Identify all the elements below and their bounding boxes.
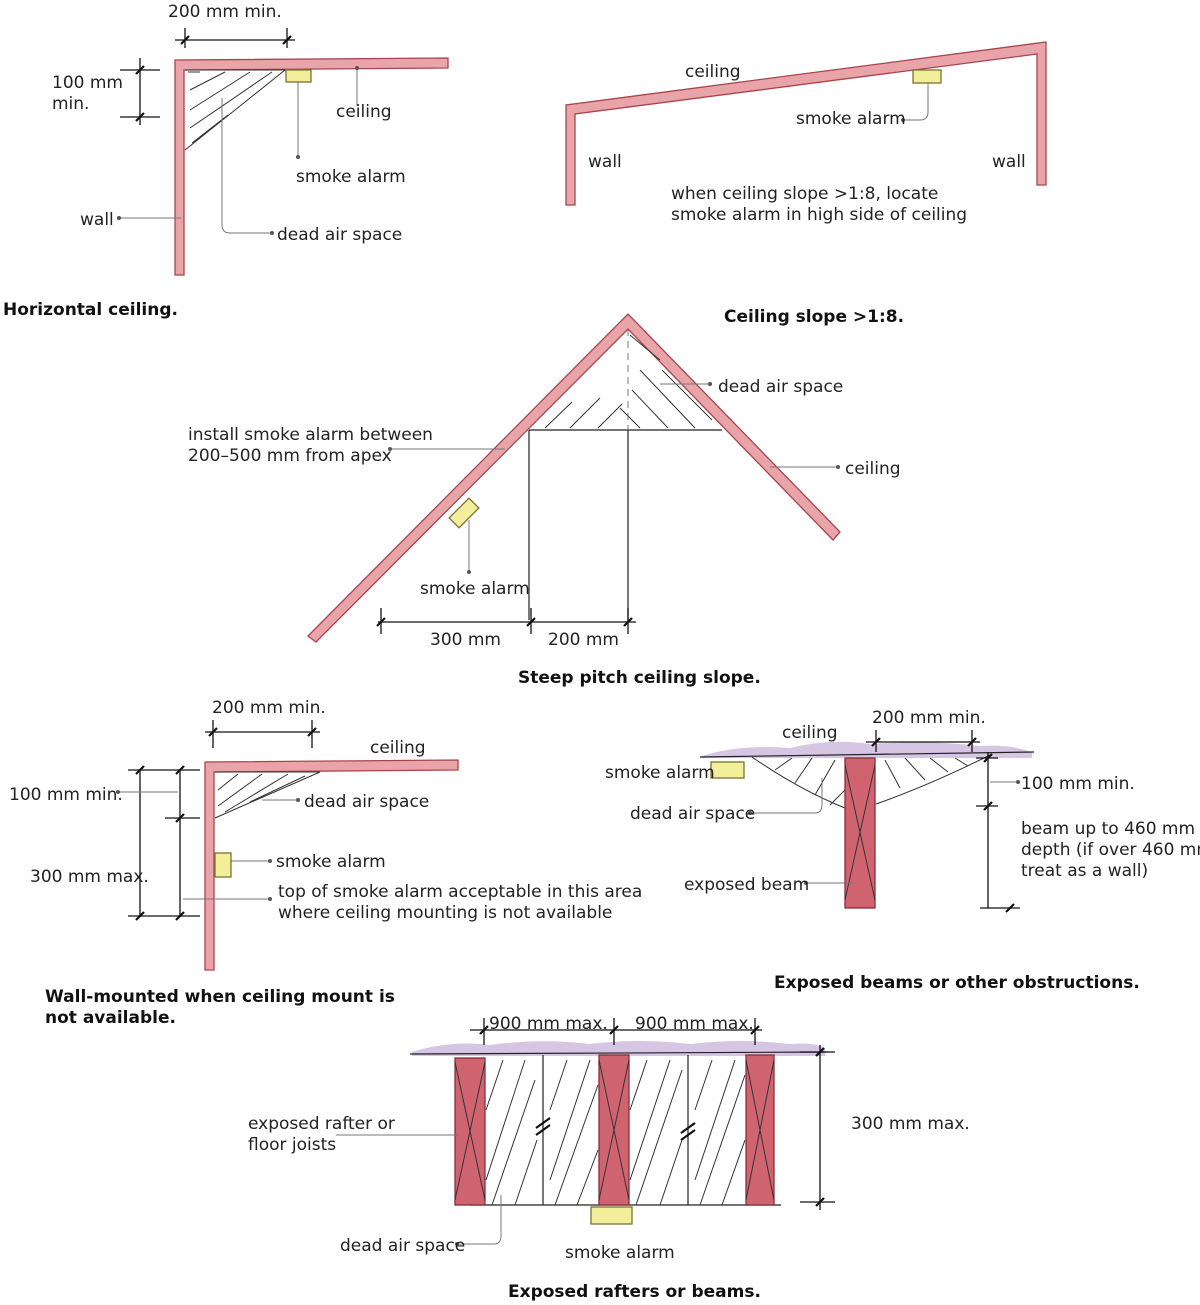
- sloped-wall-ceiling-profile: [565, 41, 1047, 206]
- sloped-wall-left-label: wall: [588, 152, 622, 172]
- horizontal-dim-side-label-2: min.: [52, 94, 89, 114]
- rafters-dim-depth-label: 300 mm max.: [851, 1114, 970, 1134]
- sloped-note-line-2: smoke alarm in high side of ceiling: [671, 205, 967, 225]
- beams-smoke-alarm: [710, 761, 745, 779]
- beams-note-line-1: beam up to 460 mm in: [1021, 819, 1200, 839]
- wall-mounted-dim-max-label: 300 mm max.: [30, 867, 149, 887]
- rafters-rafter-label-1: exposed rafter or: [248, 1114, 395, 1134]
- horizontal-dim-side-label-1: 100 mm: [52, 73, 123, 93]
- wall-mounted-smoke-alarm: [214, 852, 232, 878]
- beams-dead-air-space-label: dead air space: [630, 804, 755, 824]
- wall-mounted-note-line-2: where ceiling mounting is not available: [278, 903, 612, 923]
- beams-dim-min-label: 100 mm min.: [1021, 774, 1135, 794]
- wall-mounted-smoke-alarm-label: smoke alarm: [276, 852, 386, 872]
- wall-mounted-note-line-1: top of smoke alarm acceptable in this ar…: [278, 882, 642, 902]
- sloped-ceiling-panel: ceiling smoke alarm wall wall when ceili…: [565, 41, 1047, 327]
- rafters-caption: Exposed rafters or beams.: [508, 1282, 761, 1302]
- horizontal-ceiling-label: ceiling: [336, 102, 392, 122]
- wall-mounted-wall-ceiling-profile: [204, 759, 459, 971]
- wall-mounted-caption-line-1: Wall-mounted when ceiling mount is: [45, 987, 395, 1007]
- wall-mounted-dim-min-label: 100 mm min.: [9, 785, 123, 805]
- wall-mounted-dead-air-space-label: dead air space: [304, 792, 429, 812]
- horizontal-dim-top-label: 200 mm min.: [168, 2, 282, 22]
- horizontal-wall-label: wall: [80, 210, 114, 230]
- wall-mounted-dead-air-space-hatch: [214, 771, 321, 819]
- exposed-rafters-panel: 900 mm max. 900 mm max. 300 mm max. expo…: [248, 1014, 970, 1302]
- horizontal-dead-air-space-label: dead air space: [277, 225, 402, 245]
- beams-ceiling-surface: [702, 741, 1032, 758]
- steep-pitch-panel: smoke alarm dead air space install smoke…: [188, 313, 901, 688]
- rafters-smoke-alarm: [590, 1206, 633, 1225]
- rafters-dead-air-space-label: dead air space: [340, 1236, 465, 1256]
- horizontal-dead-air-space-hatch: [184, 69, 287, 151]
- steep-caption: Steep pitch ceiling slope.: [518, 668, 761, 688]
- horizontal-smoke-alarm-label: smoke alarm: [296, 167, 406, 187]
- exposed-beams-panel: 200 mm min. ceiling 100 mm min. beam up …: [605, 708, 1200, 993]
- steep-pitch-roof-profile: [307, 313, 841, 643]
- horizontal-wall-ceiling-profile: [174, 57, 449, 276]
- sloped-note-line-1: when ceiling slope >1:8, locate: [671, 184, 938, 204]
- steep-dead-air-space-label: dead air space: [718, 377, 843, 397]
- steep-dim-left-label: 300 mm: [430, 630, 501, 650]
- rafters-smoke-alarm-label: smoke alarm: [565, 1243, 675, 1263]
- beams-smoke-alarm-label: smoke alarm: [605, 763, 715, 783]
- beams-caption: Exposed beams or other obstructions.: [774, 973, 1140, 993]
- wall-mounted-caption-line-2: not available.: [45, 1008, 176, 1028]
- beams-note-line-2: depth (if over 460 mm,: [1021, 840, 1200, 860]
- steep-smoke-alarm: [448, 497, 480, 529]
- rafters-dim-left-label: 900 mm max.: [489, 1014, 608, 1034]
- steep-smoke-alarm-label: smoke alarm: [420, 579, 530, 599]
- sloped-ceiling-label: ceiling: [685, 62, 741, 82]
- beams-ceiling-label: ceiling: [782, 723, 838, 743]
- sloped-caption: Ceiling slope >1:8.: [724, 307, 904, 327]
- wall-mounted-dim-top-label: 200 mm min.: [212, 698, 326, 718]
- steep-install-line-1: install smoke alarm between: [188, 425, 433, 445]
- steep-dim-right-label: 200 mm: [548, 630, 619, 650]
- rafters-rafter-label-2: floor joists: [248, 1135, 336, 1155]
- sloped-smoke-alarm-label: smoke alarm: [796, 109, 906, 129]
- rafters-dead-air-space-hatch: [485, 1059, 746, 1206]
- horizontal-caption: Horizontal ceiling.: [3, 300, 178, 320]
- beams-dim-top-label: 200 mm min.: [872, 708, 986, 728]
- sloped-smoke-alarm: [912, 69, 942, 84]
- rafters-dim-right-label: 900 mm max.: [635, 1014, 754, 1034]
- beams-exposed-beam-label: exposed beam: [684, 875, 809, 895]
- steep-install-line-2: 200–500 mm from apex: [188, 446, 392, 466]
- horizontal-ceiling-panel: 200 mm min. 100 mm min. ceiling smoke al…: [3, 2, 449, 320]
- beams-note-line-3: treat as a wall): [1021, 861, 1148, 881]
- steep-dead-air-space-hatch: [544, 334, 713, 429]
- wall-mounted-panel: 200 mm min. ceiling 100 mm min. 300 mm m…: [9, 698, 642, 1028]
- wall-mounted-ceiling-label: ceiling: [370, 738, 426, 758]
- steep-ceiling-label: ceiling: [845, 459, 901, 479]
- horizontal-smoke-alarm: [285, 69, 312, 83]
- beams-dead-air-space-hatch: [751, 754, 991, 809]
- sloped-wall-right-label: wall: [992, 152, 1026, 172]
